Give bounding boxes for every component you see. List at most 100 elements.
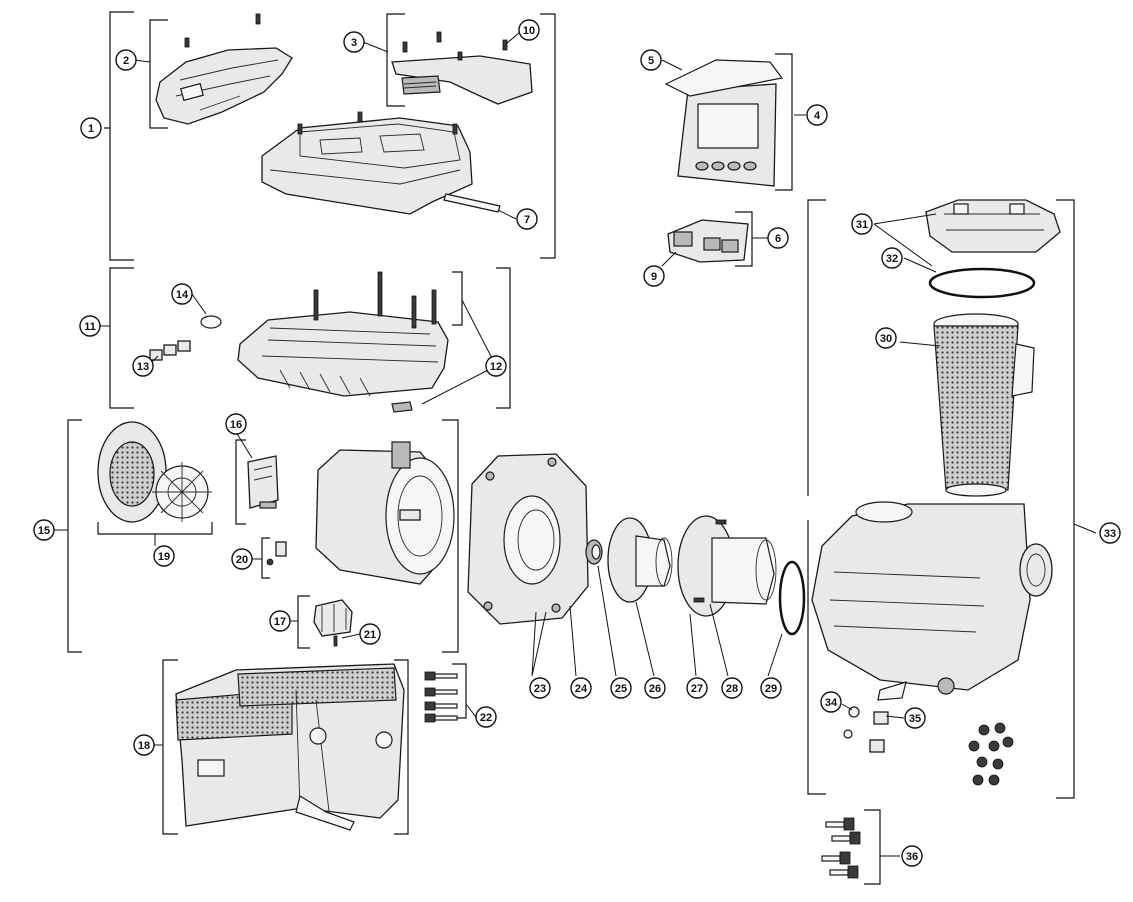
- svg-text:3: 3: [351, 37, 357, 49]
- svg-text:6: 6: [775, 233, 781, 245]
- bracket-15-right: [442, 419, 459, 653]
- callout-36: 36: [901, 845, 923, 867]
- callout-19: 19: [153, 545, 175, 567]
- bracket-6: [735, 211, 753, 267]
- callout-6: 6: [767, 227, 789, 249]
- part-control-cover: [391, 31, 533, 105]
- callout-31: 31: [851, 213, 873, 235]
- callout-18: 18: [133, 734, 155, 756]
- part-shaft-seal: [585, 539, 603, 565]
- svg-text:1: 1: [88, 123, 94, 135]
- svg-text:13: 13: [137, 361, 149, 373]
- bracket-2: [149, 19, 168, 129]
- svg-text:27: 27: [691, 683, 703, 695]
- bracket-12: [452, 271, 463, 326]
- svg-text:2: 2: [123, 55, 129, 67]
- svg-text:25: 25: [615, 683, 627, 695]
- callout-1: 1: [80, 117, 102, 139]
- svg-text:32: 32: [886, 253, 898, 265]
- callout-24: 24: [570, 677, 592, 699]
- part-drive-housing: [261, 111, 501, 215]
- callout-14: 14: [171, 283, 193, 305]
- leader-lines: [54, 31, 1097, 857]
- svg-text:33: 33: [1104, 528, 1116, 540]
- callout-28: 28: [721, 677, 743, 699]
- callout-22: 22: [475, 706, 497, 728]
- bracket-1-right: [540, 13, 556, 259]
- svg-text:5: 5: [648, 55, 654, 67]
- callout-27: 27: [686, 677, 708, 699]
- bracket-11-right: [496, 267, 511, 409]
- svg-text:10: 10: [523, 25, 535, 37]
- part-impeller: [607, 517, 673, 603]
- svg-text:15: 15: [38, 525, 50, 537]
- svg-text:24: 24: [575, 683, 588, 695]
- part-diffuser-o-ring: [778, 560, 806, 636]
- part-wiring-board: [667, 219, 749, 263]
- callout-2: 2: [115, 49, 137, 71]
- callout-11: 11: [79, 315, 101, 337]
- svg-text:21: 21: [364, 629, 376, 641]
- svg-text:16: 16: [230, 419, 242, 431]
- bracket-3: [386, 13, 405, 107]
- svg-text:30: 30: [880, 333, 892, 345]
- part-mount-bolts: [424, 671, 458, 723]
- part-drain-plugs: [843, 706, 889, 753]
- callout-15: 15: [33, 519, 55, 541]
- callout-13: 13: [132, 355, 154, 377]
- svg-text:36: 36: [906, 851, 918, 863]
- bracket-16: [235, 439, 246, 525]
- bracket-15: [67, 419, 82, 653]
- svg-text:12: 12: [490, 361, 502, 373]
- callout-33: 33: [1099, 522, 1121, 544]
- bracket-36: [864, 809, 881, 885]
- bracket-4: [775, 53, 793, 191]
- callout-25: 25: [610, 677, 632, 699]
- svg-text:20: 20: [236, 554, 248, 566]
- callout-35: 35: [904, 707, 926, 729]
- bracket-33-right: [1056, 199, 1075, 799]
- part-strainer-basket: [933, 313, 1035, 497]
- svg-text:23: 23: [534, 683, 546, 695]
- callout-23: 23: [529, 677, 551, 699]
- callout-12: 12: [485, 355, 507, 377]
- part-diffuser: [677, 515, 777, 617]
- svg-text:4: 4: [814, 110, 821, 122]
- part-pump-housing: [811, 501, 1053, 701]
- callout-9: 9: [643, 265, 665, 287]
- svg-text:9: 9: [651, 271, 657, 283]
- bracket-18: [162, 659, 178, 835]
- bracket-33: [807, 199, 826, 795]
- callout-4: 4: [806, 104, 828, 126]
- svg-text:28: 28: [726, 683, 738, 695]
- callout-10: 10: [518, 19, 540, 41]
- bracket-18-right: [394, 659, 409, 835]
- callout-32: 32: [881, 247, 903, 269]
- part-control-panel: [664, 59, 784, 187]
- bracket-1: [104, 11, 134, 261]
- svg-text:17: 17: [274, 616, 286, 628]
- bracket-20: [261, 537, 270, 579]
- bracket-19: [97, 522, 213, 535]
- svg-text:31: 31: [856, 219, 868, 231]
- bracket-22: [452, 663, 467, 719]
- part-seal-plate: [467, 453, 589, 625]
- callouts: 1 2 3 4 5 6 7 9 10 11 12 13 14 15 16 17 …: [33, 19, 1121, 867]
- callout-3: 3: [343, 31, 365, 53]
- svg-text:7: 7: [524, 214, 530, 226]
- callout-26: 26: [644, 677, 666, 699]
- part-capacitor: [313, 599, 353, 647]
- part-motor-cover: [175, 663, 405, 831]
- callout-29: 29: [760, 677, 782, 699]
- svg-text:14: 14: [176, 289, 189, 301]
- part-fan-assembly: [97, 421, 212, 523]
- svg-text:22: 22: [480, 712, 492, 724]
- svg-text:18: 18: [138, 740, 150, 752]
- part-terminal-bracket: [247, 455, 287, 566]
- svg-text:35: 35: [909, 713, 921, 725]
- bracket-17: [297, 595, 310, 649]
- svg-text:11: 11: [84, 321, 96, 333]
- callout-21: 21: [359, 623, 381, 645]
- svg-text:29: 29: [765, 683, 777, 695]
